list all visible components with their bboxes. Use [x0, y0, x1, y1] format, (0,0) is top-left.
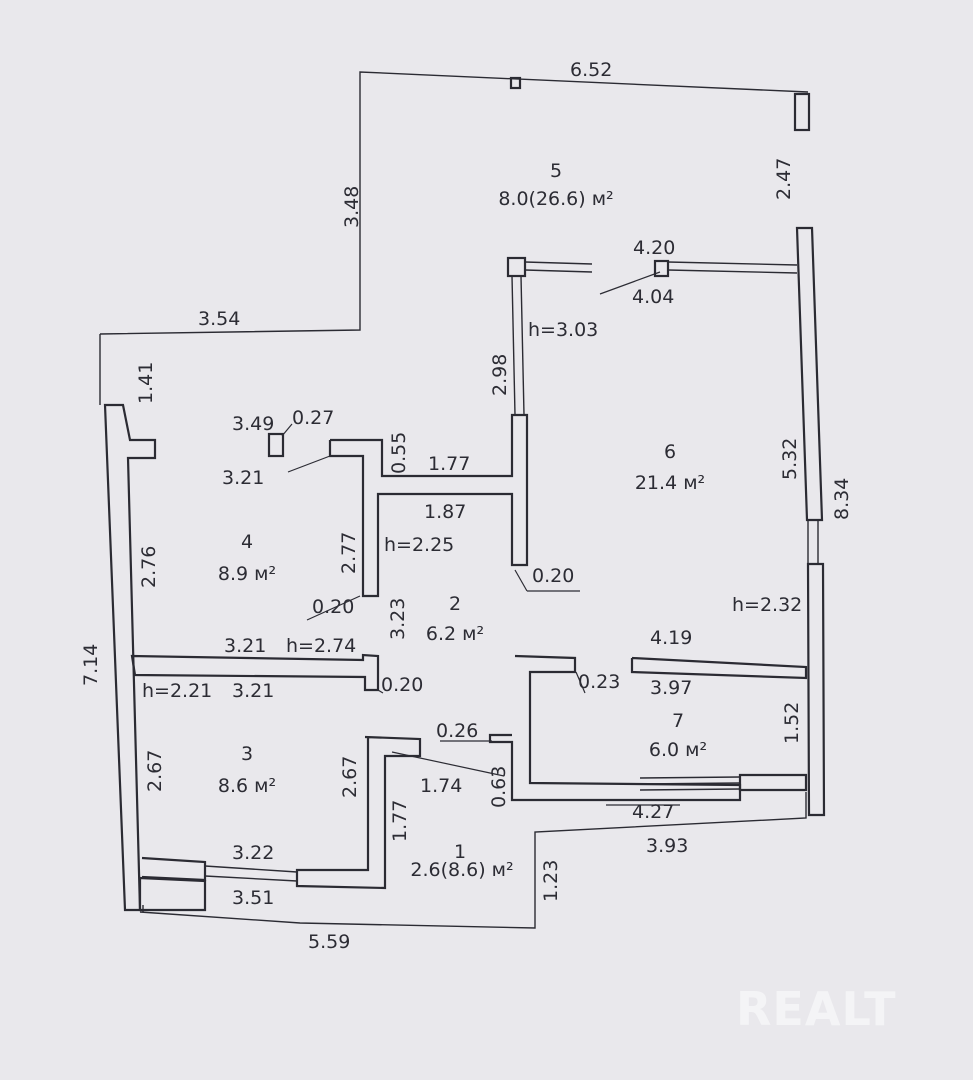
dim-w-020c: 0.20 — [381, 674, 423, 696]
dim-h-room2: h=2.25 — [384, 534, 454, 556]
room-4-number: 4 — [241, 531, 253, 553]
dim-room4-inner: 2.77 — [338, 532, 360, 574]
dim-room7-side: 1.52 — [781, 702, 803, 744]
dim-w-397: 3.97 — [650, 677, 692, 699]
dim-w-393: 3.93 — [646, 835, 688, 857]
room-1-area: 2.6(8.6) м² — [410, 859, 513, 881]
dim-w-177: 1.77 — [428, 453, 470, 475]
outer-contour — [99, 71, 809, 929]
dim-right-full: 8.34 — [831, 478, 853, 520]
dim-w-323: 3.23 — [387, 598, 409, 640]
dim-h-room4: h=2.74 — [286, 635, 356, 657]
room-4-area: 8.9 м² — [218, 563, 276, 585]
room-2-area: 6.2 м² — [426, 623, 484, 645]
walls — [103, 76, 826, 912]
leader-lines — [281, 271, 680, 806]
room-3-area: 8.6 м² — [218, 775, 276, 797]
room-2-number: 2 — [449, 593, 461, 615]
dim-partition-vert: 2.98 — [489, 354, 511, 396]
dim-room3-left: 2.67 — [144, 750, 166, 792]
dim-top: 6.52 — [570, 59, 612, 81]
dim-w-023: 0.23 — [578, 671, 620, 693]
dim-win3-outer: 3.51 — [232, 887, 274, 909]
dim-win-upper: 4.20 — [633, 237, 675, 259]
dim-h-room6: h=2.32 — [732, 594, 802, 616]
dim-win-lower: 4.04 — [632, 286, 674, 308]
dim-upper-left-diag: 3.48 — [341, 186, 363, 228]
dim-bottom: 5.59 — [308, 931, 350, 953]
dim-w-020b: 0.20 — [532, 565, 574, 587]
dim-h-room3: h=2.21 — [142, 680, 212, 702]
dim-w-174: 1.74 — [420, 775, 462, 797]
dim-win4-pier: 0.27 — [292, 407, 334, 429]
dim-w-020a: 0.20 — [312, 596, 354, 618]
room-7-number: 7 — [672, 710, 684, 732]
dim-room4-bottom: 3.21 — [224, 635, 266, 657]
room-6-number: 6 — [664, 441, 676, 463]
dim-w-177b: 1.77 — [389, 800, 411, 842]
dim-room3-right: 2.67 — [339, 756, 361, 798]
dim-room4-side: 2.76 — [138, 546, 160, 588]
room-labels: 5 8.0(26.6) м² 6 21.4 м² 4 8.9 м² 2 6.2 … — [218, 160, 707, 881]
room-3-number: 3 — [241, 743, 253, 765]
realt-watermark: REALT — [736, 982, 897, 1036]
dim-win3-inner: 3.22 — [232, 842, 274, 864]
dim-room3-top: 3.21 — [232, 680, 274, 702]
dim-w-055: 0.55 — [388, 432, 410, 474]
dim-w-427: 4.27 — [632, 801, 674, 823]
dim-room6-side: 5.32 — [779, 438, 801, 480]
room-5-number: 5 — [550, 160, 562, 182]
dim-w-063: 0.63 — [488, 766, 510, 808]
dim-h-room5: h=3.03 — [528, 319, 598, 341]
dim-left-top: 3.54 — [198, 308, 240, 330]
dim-left-full: 7.14 — [80, 644, 102, 686]
dimension-labels: 6.52 3.48 3.54 2.47 4.20 4.04 2.98 h=3.0… — [80, 59, 853, 953]
dim-w-419: 4.19 — [650, 627, 692, 649]
dim-win4-outer: 3.49 — [232, 413, 274, 435]
dim-right-upper: 2.47 — [773, 158, 795, 200]
dim-w-123: 1.23 — [540, 860, 562, 902]
dim-left-short: 1.41 — [135, 362, 157, 404]
dim-w-187: 1.87 — [424, 501, 466, 523]
room-1-number: 1 — [454, 841, 466, 863]
room-5-area: 8.0(26.6) м² — [498, 188, 613, 210]
dim-win4-inner: 3.21 — [222, 467, 264, 489]
dim-w-026: 0.26 — [436, 720, 478, 742]
room-7-area: 6.0 м² — [649, 739, 707, 761]
room-6-area: 21.4 м² — [635, 472, 705, 494]
